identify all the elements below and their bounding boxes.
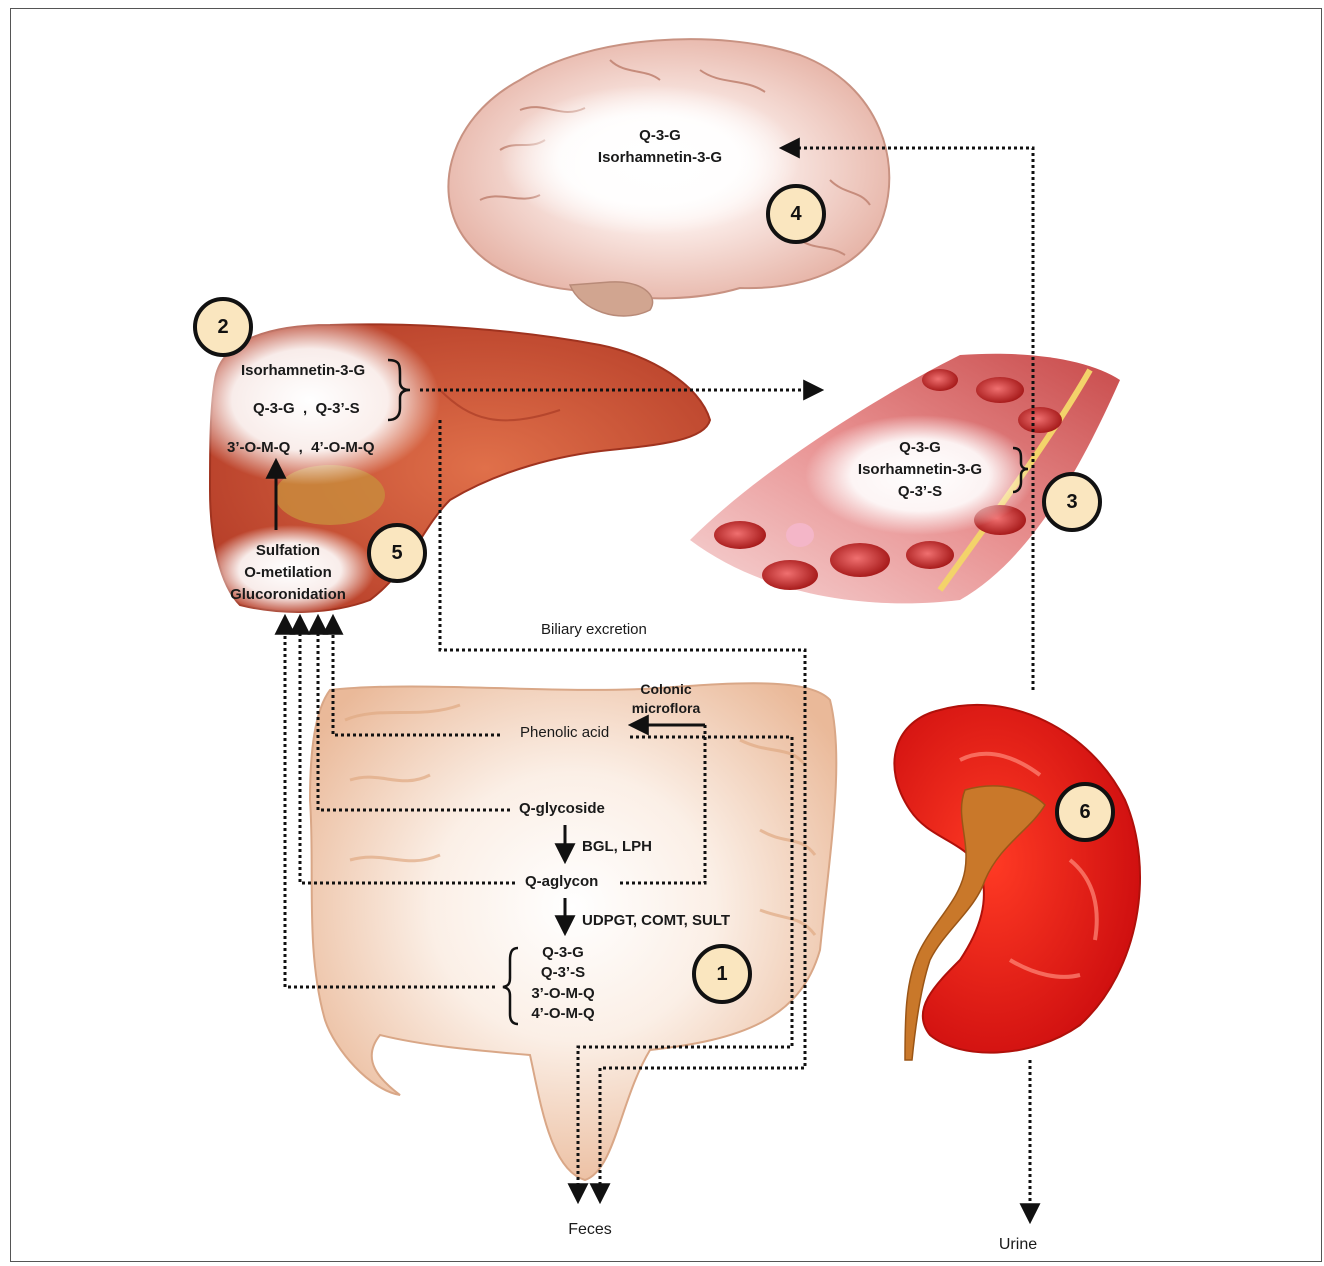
liver-label-glucoronidation: Glucoronidation [208, 585, 368, 605]
marker-3: 3 [1042, 472, 1102, 532]
liver-label-methyl: 3’-O-M-Q , 4’-O-M-Q [227, 438, 375, 458]
marker-2: 2 [193, 297, 253, 357]
intestine-illustration [310, 683, 836, 1180]
enzymes-bgl-lph-label: BGL, LPH [582, 837, 652, 857]
marker-1: 1 [692, 944, 752, 1004]
colonic-label: Colonic [616, 679, 716, 699]
marker-6: 6 [1055, 782, 1115, 842]
marker-4: 4 [766, 184, 826, 244]
metabolite-3omq: 3’-O-M-Q [518, 984, 608, 1004]
phenolic-acid-label: Phenolic acid [520, 723, 609, 743]
microflora-label: microflora [616, 698, 716, 718]
q-glycoside-label: Q-glycoside [519, 799, 605, 819]
biliary-excretion-label: Biliary excretion [541, 620, 647, 640]
blood-label-q3s: Q-3’-S [830, 482, 1010, 502]
brain-label-isorhamnetin: Isorhamnetin-3-G [560, 148, 760, 168]
liver-label-isorhamnetin: Isorhamnetin-3-G [241, 361, 365, 381]
blood-label-q3g: Q-3-G [830, 438, 1010, 458]
feces-label: Feces [550, 1220, 630, 1240]
brain-label-q3g: Q-3-G [560, 126, 760, 146]
q-aglycon-label: Q-aglycon [525, 872, 598, 892]
liver-label-sulfation: Sulfation [208, 541, 368, 561]
blood-label-isorhamnetin: Isorhamnetin-3-G [830, 460, 1010, 480]
metabolite-4omq: 4’-O-M-Q [518, 1004, 608, 1024]
metabolite-q3g: Q-3-G [518, 943, 608, 963]
brain-illustration [448, 39, 889, 316]
metabolite-q3s: Q-3’-S [518, 963, 608, 983]
urine-label: Urine [978, 1235, 1058, 1255]
kidney-illustration [894, 705, 1140, 1060]
enzymes-udpgt-label: UDPGT, COMT, SULT [582, 911, 730, 931]
liver-label-o-metilation: O-metilation [208, 563, 368, 583]
marker-5: 5 [367, 523, 427, 583]
liver-label-q3g-q3s: Q-3-G , Q-3’-S [253, 399, 360, 419]
